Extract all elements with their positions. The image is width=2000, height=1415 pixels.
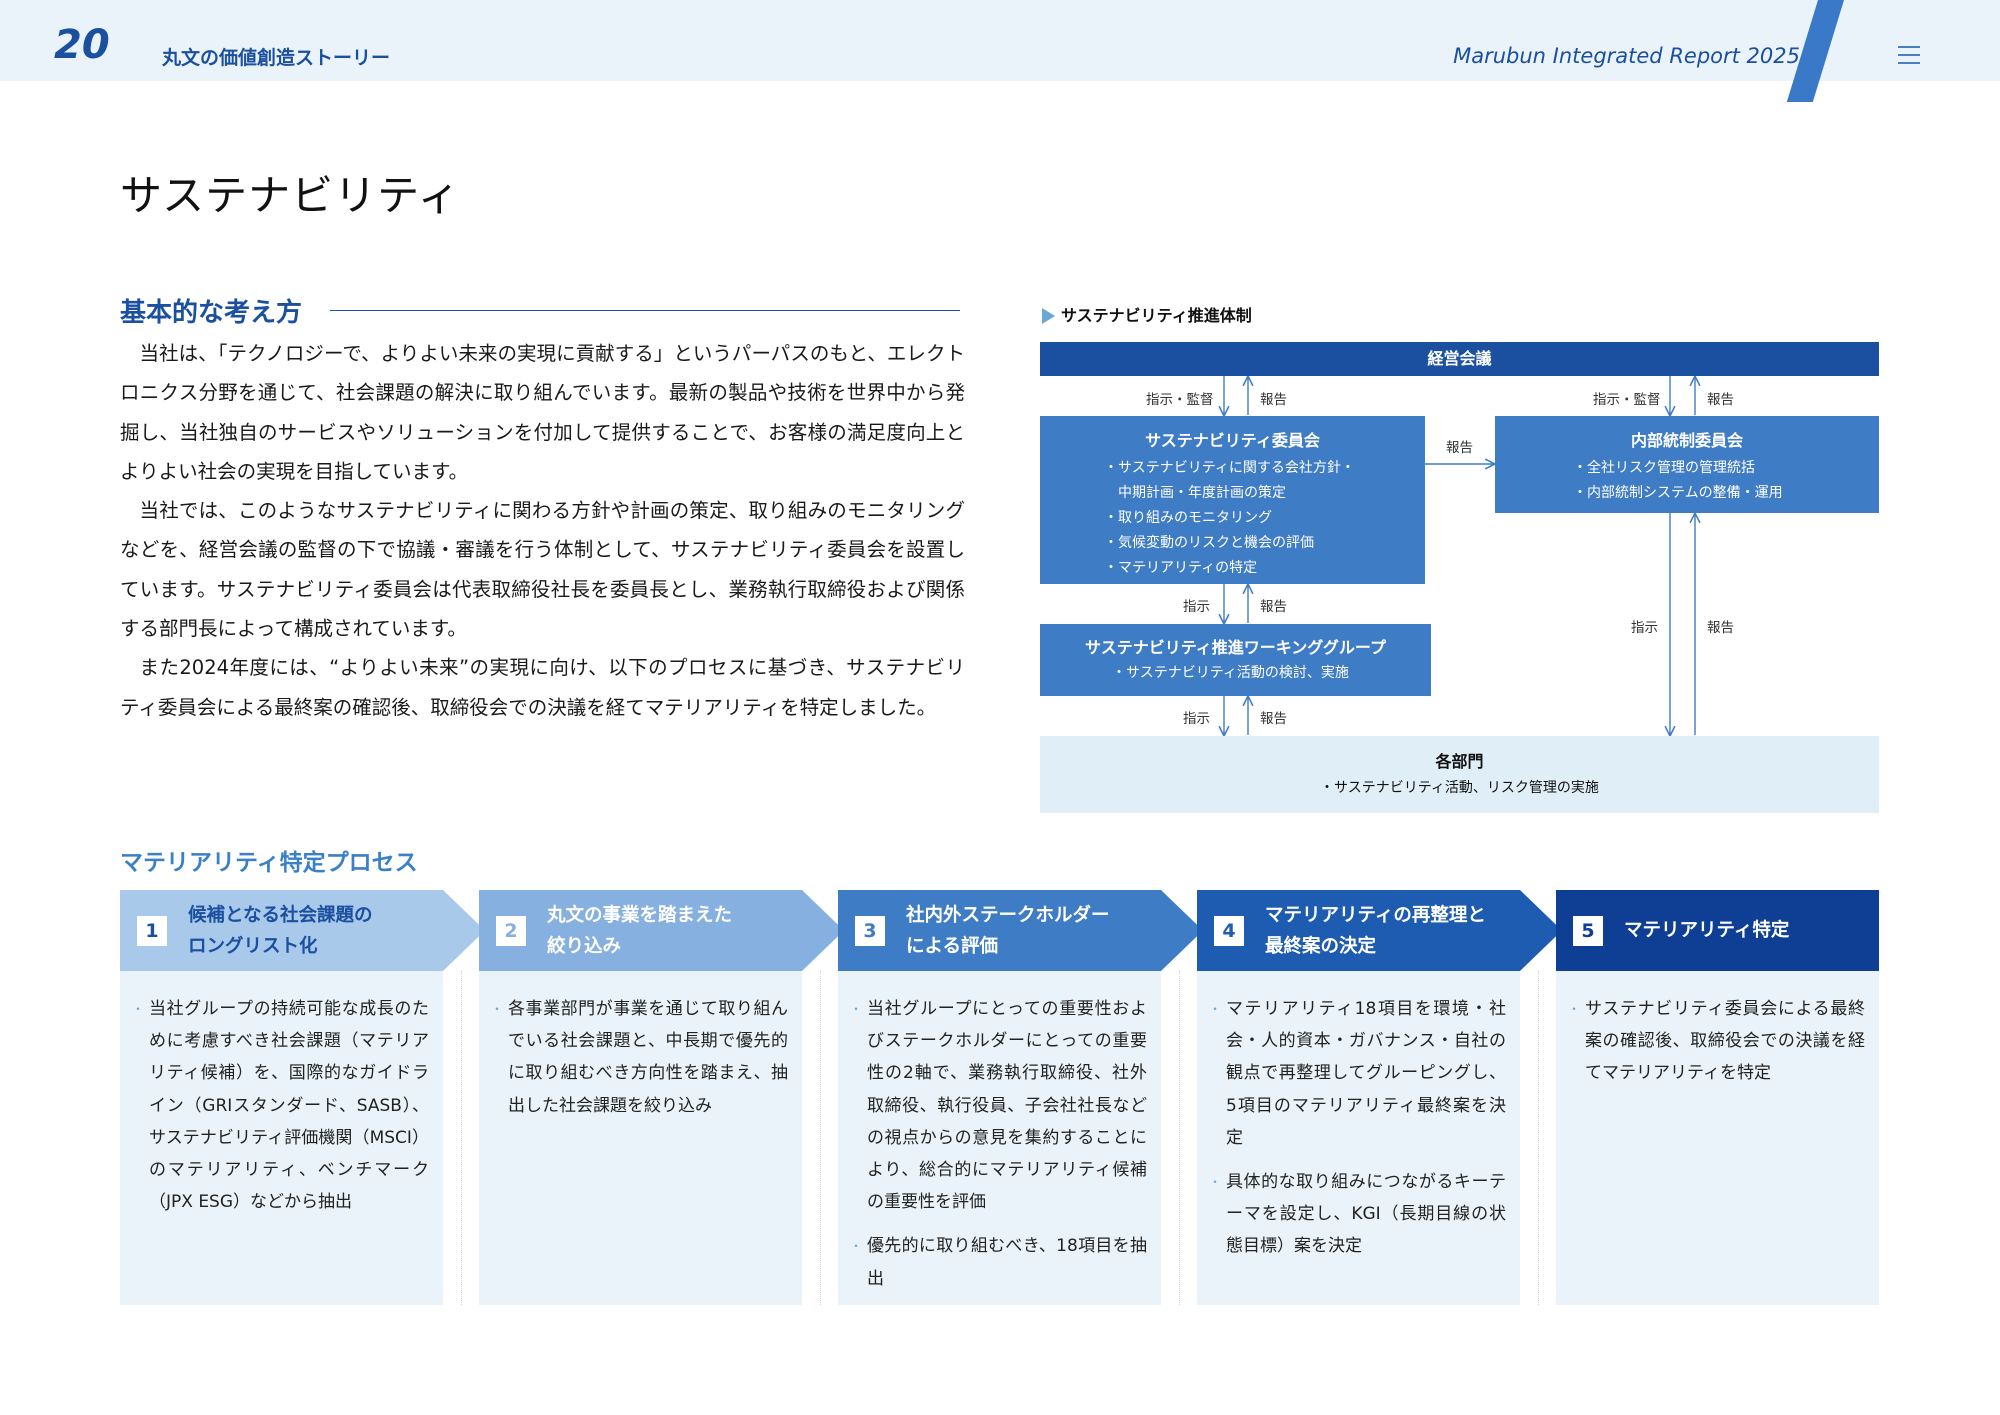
box-title: サステナビリティ委員会 xyxy=(1145,431,1320,450)
concept-paragraph: 当社は、「テクノロジーで、よりよい未来の実現に貢献する」というパーパスのもと、エ… xyxy=(120,342,965,483)
internal-control-committee-box: 内部統制委員会 全社リスク管理の管理統括 内部統制システムの整備・運用 xyxy=(1495,416,1879,513)
list-item: 中期計画・年度計画の策定 xyxy=(1118,485,1286,501)
step-label-line: ロングリスト化 xyxy=(188,936,318,957)
sustainability-committee-box: サステナビリティ委員会 サステナビリティに関する会社方針・ 中期計画・年度計画の… xyxy=(1040,416,1425,584)
box-title: 経営会議 xyxy=(1427,349,1492,368)
page-title: サステナビリティ xyxy=(120,171,461,220)
box-title: 各部門 xyxy=(1435,752,1484,771)
step-number: 1 xyxy=(137,916,167,946)
step-banner-shape xyxy=(120,890,485,971)
header-band: 20 丸文の価値創造ストーリー Marubun Integrated Repor… xyxy=(0,0,2000,81)
arrow-label: 報告 xyxy=(1260,392,1287,408)
step-label-line: 絞り込み xyxy=(547,936,622,957)
step-banner-shape xyxy=(1556,890,1879,971)
process-step-card: 各事業部門が事業を通じて取り組んでいる社会課題と、中長期で優先的に取り組むべき方… xyxy=(479,971,802,1305)
step-number: 4 xyxy=(1214,916,1244,946)
list-item: マテリアリティの特定 xyxy=(1104,556,1425,581)
step-label-line: による評価 xyxy=(906,936,998,957)
arrow-label: 指示・監督 xyxy=(1146,392,1214,408)
step-number: 2 xyxy=(496,916,526,946)
step-label: 候補となる社会課題のロングリスト化 xyxy=(188,900,372,962)
list-item: 取り組みのモニタリング xyxy=(1104,506,1425,531)
card-divider xyxy=(820,971,821,1305)
working-group-box: サステナビリティ推進ワーキンググループ サステナビリティ活動の検討、実施 xyxy=(1040,624,1431,696)
step-label: 社内外ステークホルダーによる評価 xyxy=(906,900,1110,962)
process-step-card: 当社グループにとっての重要性およびステークホルダーにとっての重要性の2軸で、業務… xyxy=(838,971,1161,1305)
arrow-label: 指示 xyxy=(1183,599,1210,615)
step-number: 3 xyxy=(855,916,885,946)
arrow-label: 報告 xyxy=(1446,440,1473,456)
process-step-card: マテリアリティ18項目を環境・社会・人的資本・ガバナンス・自社の観点で再整理して… xyxy=(1197,971,1520,1305)
list-item: サステナビリティ活動の検討、実施 xyxy=(1112,661,1431,686)
arrow-label: 報告 xyxy=(1260,599,1287,615)
step-label-line: マテリアリティの再整理と xyxy=(1265,905,1486,926)
arrow-label: 指示 xyxy=(1183,711,1210,727)
step-banner-shape xyxy=(1197,890,1562,971)
arrow-label: 報告 xyxy=(1707,392,1734,408)
step-number: 5 xyxy=(1573,916,1603,946)
hamburger-menu-icon[interactable] xyxy=(1898,46,1920,64)
report-title[interactable]: Marubun Integrated Report 2025 xyxy=(1453,44,1800,68)
box-title: 内部統制委員会 xyxy=(1630,431,1743,450)
departments-box: 各部門 サステナビリティ活動、リスク管理の実施 xyxy=(1040,736,1879,813)
list-item: 当社グループの持続可能な成長のために考慮すべき社会課題（マテリアリティ候補）を、… xyxy=(132,993,429,1218)
card-divider xyxy=(461,971,462,1305)
box-title: サステナビリティ推進ワーキンググループ xyxy=(1085,638,1386,657)
list-item: 気候変動のリスクと機会の評価 xyxy=(1104,531,1425,556)
process-heading: マテリアリティ特定プロセス xyxy=(120,850,418,876)
list-item: 各事業部門が事業を通じて取り組んでいる社会課題と、中長期で優先的に取り組むべき方… xyxy=(491,993,788,1122)
concept-paragraph: 当社では、このようなサステナビリティに関わる方針や計画の策定、取り組みのモニタリ… xyxy=(120,499,965,641)
step-label-line: 候補となる社会課題の xyxy=(188,905,373,926)
list-item: 全社リスク管理の管理統括 xyxy=(1573,456,1879,481)
list-item: 当社グループにとっての重要性およびステークホルダーにとっての重要性の2軸で、業務… xyxy=(850,993,1147,1218)
concept-body: 当社は、「テクノロジーで、よりよい未来の実現に貢献する」というパーパスのもと、エ… xyxy=(120,334,965,727)
concept-paragraph: また2024年度には、“よりよい未来”の実現に向け、以下のプロセスに基づき、サス… xyxy=(120,656,965,719)
process-step-3: 3 社内外ステークホルダーによる評価 xyxy=(838,890,1203,971)
list-item: 具体的な取り組みにつながるキーテーマを設定し、KGI（長期目線の状態目標）案を決… xyxy=(1209,1166,1506,1263)
step-label-line: 最終案の決定 xyxy=(1265,936,1377,957)
arrow-label: 報告 xyxy=(1707,620,1734,636)
heading-rule xyxy=(330,310,960,311)
org-chart-title: サステナビリティ推進体制 xyxy=(1042,302,1252,326)
card-divider xyxy=(1179,971,1180,1305)
list-item: サステナビリティに関する会社方針・ xyxy=(1104,456,1425,481)
concept-heading: 基本的な考え方 xyxy=(120,298,303,328)
list-item: マテリアリティ18項目を環境・社会・人的資本・ガバナンス・自社の観点で再整理して… xyxy=(1209,993,1506,1154)
page-number: 20 xyxy=(54,22,110,68)
list-item: サステナビリティ委員会による最終案の確認後、取締役会での決議を経てマテリアリティ… xyxy=(1568,993,1865,1090)
process-step-1: 1 候補となる社会課題のロングリスト化 xyxy=(120,890,485,971)
process-step-4: 4 マテリアリティの再整理と最終案の決定 xyxy=(1197,890,1562,971)
step-label-line: 社内外ステークホルダー xyxy=(906,905,1110,926)
step-label-line: マテリアリティ特定 xyxy=(1624,920,1790,941)
step-label: マテリアリティ特定 xyxy=(1624,915,1789,946)
list-item: 内部統制システムの整備・運用 xyxy=(1573,481,1879,506)
management-meeting-box: 経営会議 xyxy=(1040,342,1879,376)
process-step-5: 5 マテリアリティ特定 xyxy=(1556,890,1879,971)
step-label: 丸文の事業を踏まえた絞り込み xyxy=(547,900,732,962)
arrow-label: 指示 xyxy=(1631,620,1658,636)
arrow-label: 報告 xyxy=(1260,711,1287,727)
step-label: マテリアリティの再整理と最終案の決定 xyxy=(1265,900,1486,962)
triangle-bullet-icon xyxy=(1042,308,1055,324)
step-label-line: 丸文の事業を踏まえた xyxy=(547,905,733,926)
card-divider xyxy=(1538,971,1539,1305)
step-banner-shape xyxy=(479,890,844,971)
list-item: サステナビリティ活動、リスク管理の実施 xyxy=(1040,776,1879,801)
step-banner-shape xyxy=(838,890,1203,971)
section-name[interactable]: 丸文の価値創造ストーリー xyxy=(162,47,391,69)
process-step-card: サステナビリティ委員会による最終案の確認後、取締役会での決議を経てマテリアリティ… xyxy=(1556,971,1879,1305)
list-item: 優先的に取り組むべき、18項目を抽出 xyxy=(850,1230,1147,1294)
arrow-label: 指示・監督 xyxy=(1593,392,1661,408)
process-step-2: 2 丸文の事業を踏まえた絞り込み xyxy=(479,890,844,971)
process-step-card: 当社グループの持続可能な成長のために考慮すべき社会課題（マテリアリティ候補）を、… xyxy=(120,971,443,1305)
